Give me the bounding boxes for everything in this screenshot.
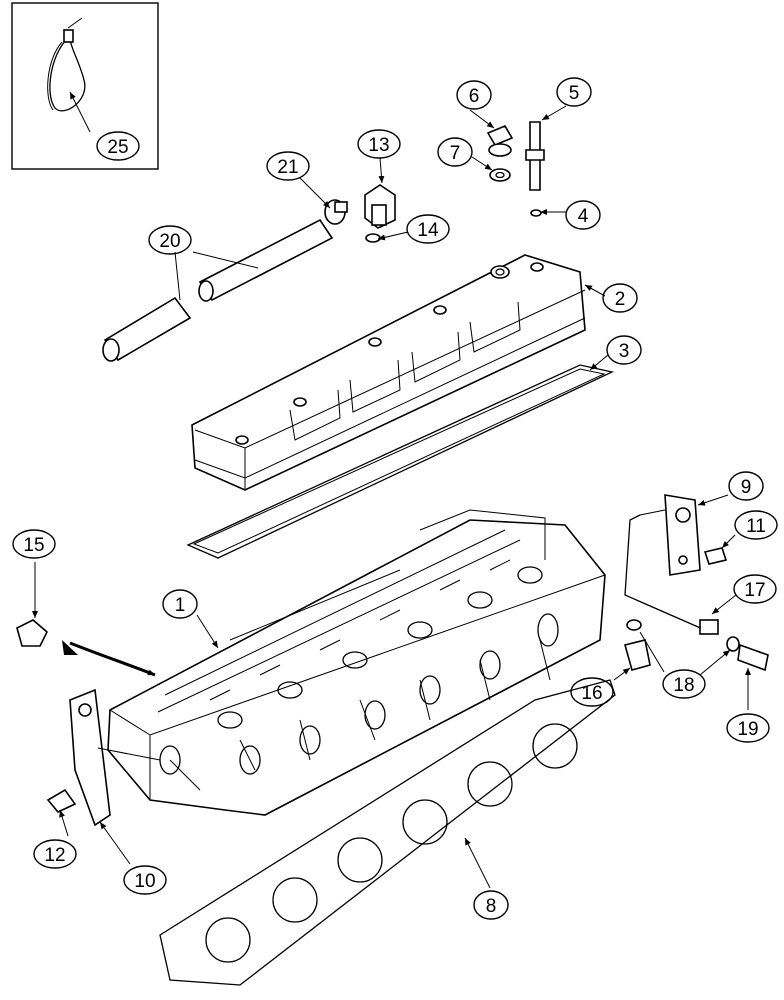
bracket-10	[69, 688, 111, 827]
curved-arrow-15-head	[62, 640, 78, 655]
svg-text:1: 1	[175, 595, 186, 616]
svg-text:4: 4	[578, 206, 589, 227]
callout-4: 4	[565, 200, 601, 230]
washer-18	[626, 619, 740, 652]
svg-text:14: 14	[417, 220, 439, 241]
svg-text:2: 2	[615, 289, 626, 310]
seal-4	[530, 209, 542, 217]
callout-5: 5	[556, 77, 592, 107]
callout-2: 2	[602, 283, 638, 313]
fitting-16	[624, 639, 651, 671]
rocker-cover	[191, 254, 586, 491]
callout-11: 11	[734, 510, 778, 540]
callout-16: 16	[570, 677, 614, 707]
tube-17	[624, 509, 719, 635]
svg-text:7: 7	[450, 143, 461, 164]
callout-19: 19	[726, 713, 770, 743]
oil-fill-cap	[486, 124, 514, 157]
callout-10: 10	[123, 865, 167, 895]
svg-text:21: 21	[277, 157, 298, 178]
svg-text:19: 19	[737, 719, 758, 740]
svg-text:20: 20	[159, 231, 180, 252]
svg-text:11: 11	[746, 516, 766, 537]
o-ring-14	[365, 233, 381, 243]
inset-box	[11, 2, 159, 170]
stud-5	[525, 121, 545, 191]
plug-15	[16, 619, 48, 647]
callout-20: 20	[148, 225, 192, 255]
svg-text:9: 9	[741, 477, 752, 498]
svg-text:13: 13	[368, 135, 389, 156]
callout-13: 13	[357, 129, 401, 159]
cylinder-head	[107, 509, 606, 816]
svg-text:17: 17	[744, 580, 765, 601]
svg-text:5: 5	[569, 83, 580, 104]
callout-6: 6	[456, 80, 492, 110]
svg-text:25: 25	[107, 137, 128, 158]
washer-7	[489, 168, 511, 182]
svg-text:8: 8	[486, 896, 497, 917]
svg-text:10: 10	[134, 871, 155, 892]
callout-7: 7	[437, 137, 473, 167]
callout-25: 25	[96, 131, 140, 161]
callout-15: 15	[12, 529, 56, 559]
svg-text:15: 15	[23, 535, 44, 556]
svg-text:12: 12	[44, 845, 65, 866]
callout-17: 17	[733, 574, 777, 604]
svg-text:3: 3	[619, 341, 630, 362]
rocker-cover-gasket	[186, 364, 615, 559]
bracket-9	[664, 494, 701, 576]
callout-1: 1	[162, 589, 198, 619]
svg-text:16: 16	[581, 683, 602, 704]
fitting-19	[737, 643, 769, 672]
svg-text:18: 18	[673, 675, 694, 696]
leader-lines	[32, 91, 751, 889]
callout-21: 21	[266, 151, 310, 181]
callout-8: 8	[473, 890, 509, 920]
head-gasket	[159, 679, 616, 986]
callout-14: 14	[406, 214, 450, 244]
hose-clamp	[324, 199, 348, 225]
curved-arrow-15	[69, 641, 156, 677]
bolt-12	[46, 788, 77, 813]
callout-12: 12	[33, 839, 77, 869]
strap-part	[47, 17, 86, 112]
sensor	[364, 184, 396, 229]
svg-text:6: 6	[469, 86, 480, 107]
callout-9: 9	[728, 471, 764, 501]
bolt-11	[703, 547, 728, 565]
callout-3: 3	[606, 335, 642, 365]
callout-18: 18	[662, 669, 706, 699]
intake-tubes	[102, 218, 334, 362]
